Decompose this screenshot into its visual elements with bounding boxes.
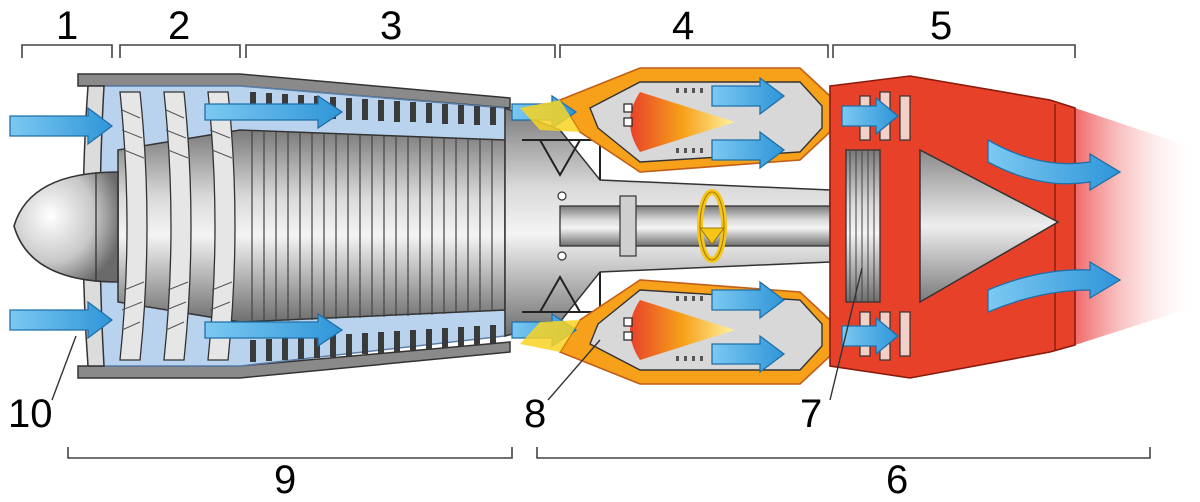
- shaft-coupling: [619, 195, 637, 257]
- section-bracket-3: [245, 44, 556, 58]
- fuel-feed-bottom: [520, 320, 580, 352]
- tail-cone: [919, 148, 1060, 304]
- exhaust-arrow-bottom: [987, 260, 1122, 313]
- label-8: 8: [524, 392, 547, 436]
- low-pressure-compressor-fans: [119, 91, 236, 361]
- turbine-wheel: [845, 149, 881, 303]
- label-5: 5: [930, 4, 953, 48]
- section-bracket-1: [21, 44, 113, 58]
- label-9: 9: [274, 458, 297, 502]
- turbine-arrow-bottom: [841, 316, 900, 356]
- combustion-flame-top: [630, 92, 735, 152]
- label-2: 2: [168, 4, 191, 48]
- turbine-arrow-top: [841, 96, 900, 136]
- fuel-injector-icons: [623, 103, 633, 341]
- combustor-arrow-bottom-1: [711, 280, 786, 320]
- section-bracket-2: [119, 44, 241, 58]
- fuel-feed-top: [520, 100, 580, 132]
- stator-vanes-bottom: [250, 325, 496, 362]
- section-bracket-9: [67, 447, 513, 459]
- label-4: 4: [672, 4, 695, 48]
- combustor-arrow-top-2: [711, 130, 786, 170]
- section-bracket-4: [559, 44, 829, 58]
- bearing-top: [557, 191, 567, 201]
- label-7: 7: [800, 392, 823, 436]
- label-10: 10: [8, 392, 53, 436]
- intake-arrow-bottom: [9, 300, 114, 340]
- liner-perforations: [676, 88, 703, 361]
- section-bracket-6: [536, 447, 1151, 459]
- combustor-arrow-top-1: [711, 76, 786, 116]
- compressor-blades: [251, 131, 493, 322]
- label-6: 6: [886, 458, 909, 502]
- compressor-arrow-bottom: [204, 312, 344, 348]
- label-1: 1: [56, 4, 79, 48]
- exhaust-arrow-top: [987, 138, 1122, 192]
- airflow-arrows: [9, 76, 1122, 374]
- combustor-arrow-bottom-2: [711, 334, 786, 374]
- bearing-bottom: [557, 251, 567, 261]
- combustion-flame-bottom: [630, 300, 735, 360]
- section-bracket-5: [832, 44, 1076, 58]
- leader-lines: [51, 267, 863, 401]
- rotation-arrow-icon: [697, 189, 727, 263]
- spinner-nose-cone: [13, 171, 119, 283]
- exhaust-glow: [1075, 108, 1200, 345]
- label-3: 3: [380, 4, 403, 48]
- compressor-arrow-top: [204, 94, 344, 130]
- intake-arrow-top: [9, 106, 114, 146]
- turbine-blade-lines: [849, 150, 875, 302]
